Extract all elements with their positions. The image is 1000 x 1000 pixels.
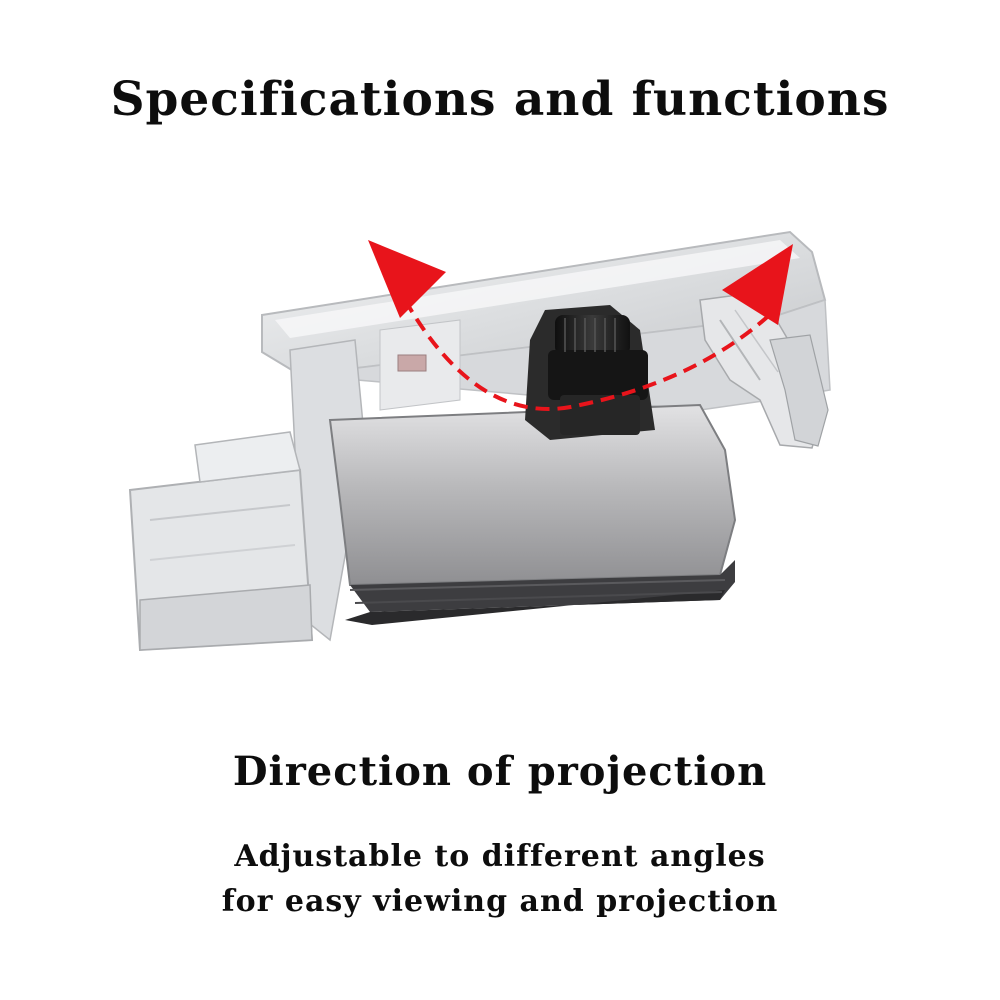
- section-heading: Direction of projection: [232, 748, 768, 795]
- mounting-clip: [699, 291, 829, 449]
- rotation-arc: [403, 298, 777, 411]
- projector-light-illustration: [128, 230, 831, 652]
- metal-body: [328, 403, 737, 625]
- page-title: Specifications and functions: [110, 72, 890, 127]
- description-line-1: Adjustable to different angles: [234, 839, 766, 874]
- adjust-arrow-left-icon: [368, 240, 446, 318]
- connector: [128, 431, 314, 652]
- feature-description: Adjustable to different angles for easy …: [0, 834, 1000, 924]
- adjust-arrow-right-icon: [722, 244, 793, 325]
- description-line-2: for easy viewing and projection: [221, 884, 779, 919]
